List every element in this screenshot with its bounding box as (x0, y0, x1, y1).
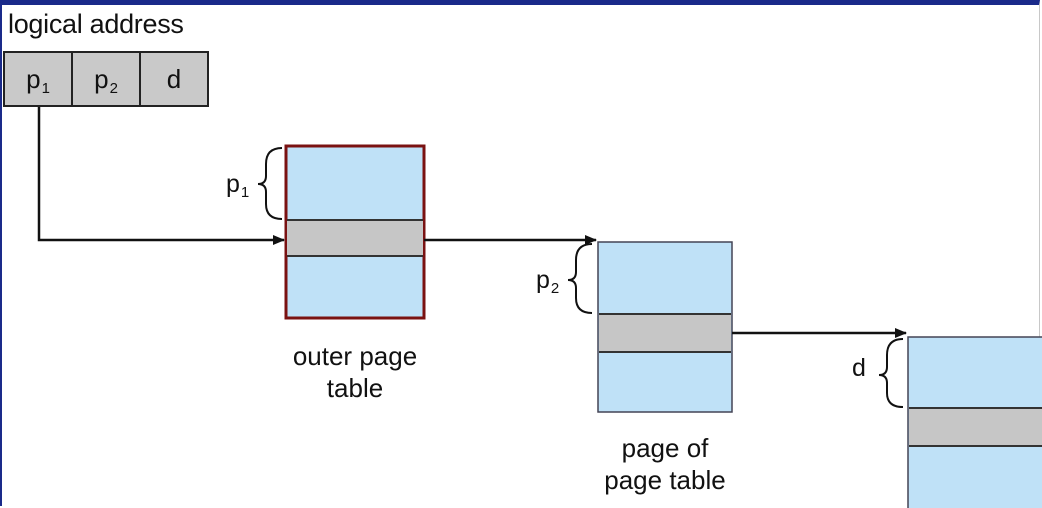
physical-page-entry (909, 408, 1042, 446)
outer-caption-line1: outer page (292, 341, 418, 371)
outer-page-table-caption: outer page table (270, 340, 440, 404)
p1-label: p1 (226, 170, 250, 201)
p2-label: p2 (536, 266, 560, 297)
logical-address-register: p1 p2 d (3, 51, 209, 107)
inner-table-entry (599, 314, 731, 352)
address-field-p1: p1 (26, 64, 50, 97)
outer-page-table (284, 144, 426, 320)
p1-brace (257, 147, 283, 220)
page-of-page-table-caption: page of page table (580, 432, 750, 496)
inner-caption-line1: page of (621, 433, 709, 463)
page-of-page-table (597, 241, 733, 413)
physical-page (907, 336, 1042, 508)
d-label: d (852, 354, 866, 382)
address-field-p2: p2 (71, 53, 139, 105)
outer-caption-line2: table (326, 373, 384, 403)
address-field-d: d (139, 53, 207, 105)
d-brace (878, 338, 904, 408)
p2-brace (567, 243, 593, 314)
outer-table-entry (287, 220, 423, 256)
p1-arrow (37, 107, 285, 245)
inner-caption-line2: page table (604, 465, 726, 495)
logical-address-title: logical address (8, 9, 184, 39)
